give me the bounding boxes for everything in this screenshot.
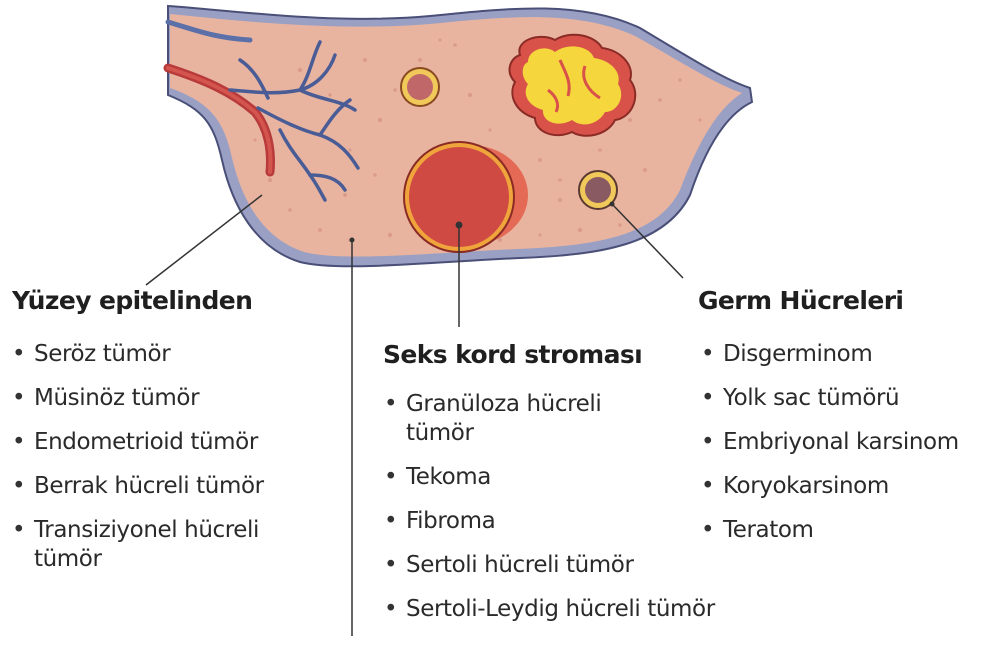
germ-follicle-core bbox=[585, 177, 611, 203]
list-item: Embriyonal karsinom bbox=[697, 428, 959, 457]
list-item: Seröz tümör bbox=[8, 340, 324, 369]
list-item: Teratom bbox=[697, 516, 959, 545]
primary-follicle-small-core bbox=[407, 74, 433, 100]
list-item: Sertoli-Leydig hücreli tümör bbox=[380, 595, 715, 624]
list-item: Tekoma bbox=[380, 463, 715, 492]
sex-cord-stroma-heading: Seks kord stroması bbox=[383, 340, 642, 369]
list-item: Fibroma bbox=[380, 507, 715, 536]
list-item: Disgerminom bbox=[697, 340, 959, 369]
germ-cells-list: Disgerminom Yolk sac tümörü Embriyonal k… bbox=[697, 340, 959, 560]
list-item: Müsinöz tümör bbox=[8, 384, 324, 413]
germ-cells-heading: Germ Hücreleri bbox=[698, 286, 903, 315]
sex-cord-stroma-list: Granüloza hücreli tümör Tekoma Fibroma S… bbox=[380, 390, 715, 639]
surface-epithelium-heading: Yüzey epitelinden bbox=[12, 286, 252, 315]
list-item: Yolk sac tümörü bbox=[697, 384, 959, 413]
list-item: Endometrioid tümör bbox=[8, 428, 324, 457]
list-item: Transiziyonel hücreli tümör bbox=[8, 516, 324, 574]
list-item: Berrak hücreli tümör bbox=[8, 472, 324, 501]
list-item: Sertoli hücreli tümör bbox=[380, 551, 715, 580]
surface-epithelium-list: Seröz tümör Müsinöz tümör Endometrioid t… bbox=[8, 340, 324, 589]
list-item: Koryokarsinom bbox=[697, 472, 959, 501]
list-item: Granüloza hücreli tümör bbox=[380, 390, 671, 448]
